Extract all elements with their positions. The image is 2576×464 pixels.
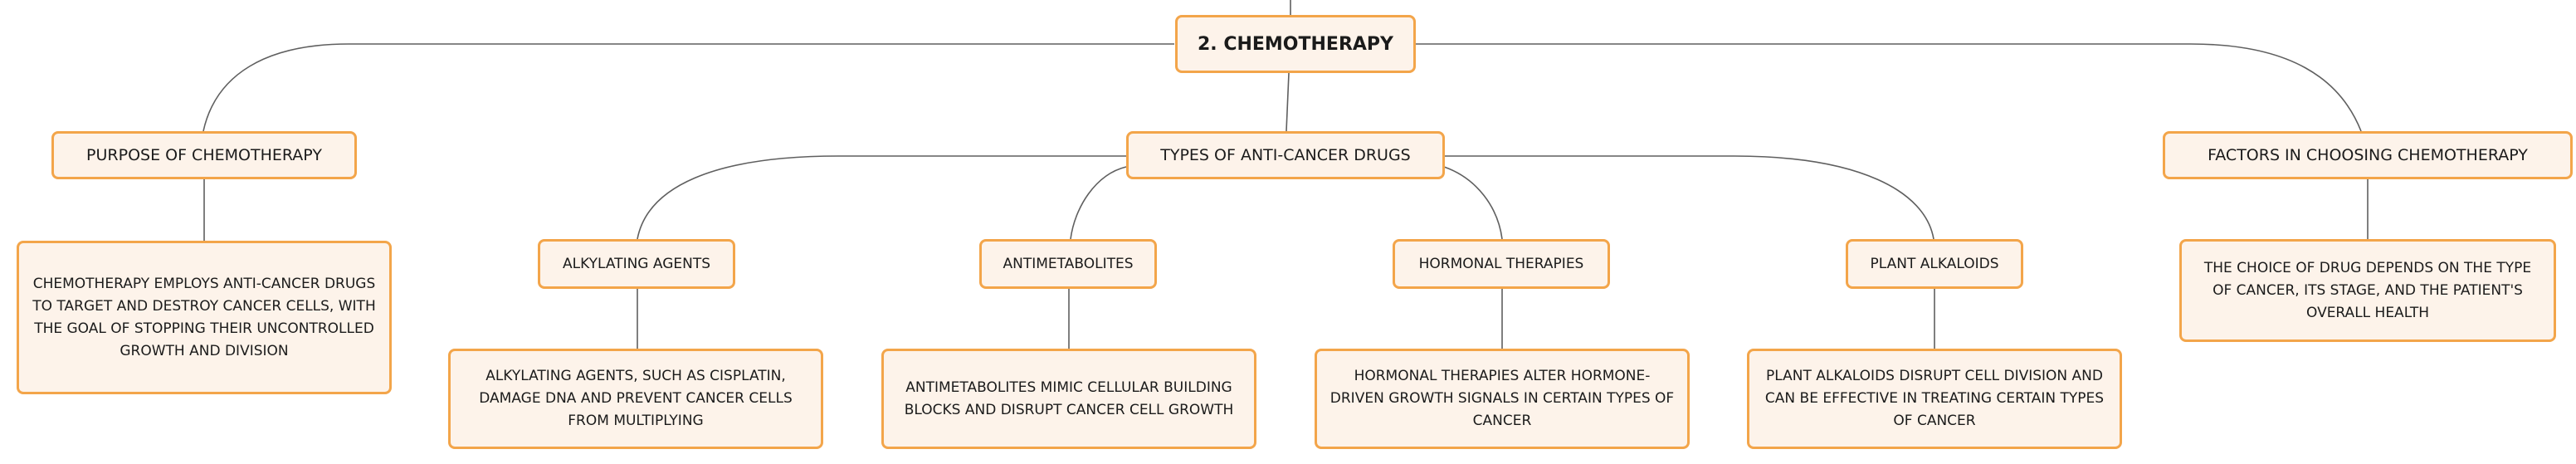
hormonal-description-node[interactable]: HORMONAL THERAPIES ALTER HORMONE-DRIVEN … <box>1315 349 1690 449</box>
connector-types-to-antimetabolites <box>1070 166 1127 240</box>
antimetabolites-description: ANTIMETABOLITES MIMIC CELLULAR BUILDING … <box>904 379 1234 418</box>
hormonal-node[interactable]: HORMONAL THERAPIES <box>1393 239 1610 289</box>
plant-description-node[interactable]: PLANT ALKALOIDS DISRUPT CELL DIVISION AN… <box>1747 349 2122 449</box>
purpose-description: CHEMOTHERAPY EMPLOYS ANTI-CANCER DRUGS T… <box>32 275 376 359</box>
connector-root-to-types <box>1286 72 1290 132</box>
plant-node[interactable]: PLANT ALKALOIDS <box>1846 239 2023 289</box>
antimetabolites-label: ANTIMETABOLITES <box>1003 256 1134 272</box>
hormonal-description: HORMONAL THERAPIES ALTER HORMONE-DRIVEN … <box>1329 368 1675 429</box>
connector-root-to-purpose <box>202 43 1174 132</box>
types-label: TYPES OF ANTI-CANCER DRUGS <box>1160 146 1411 164</box>
alkylating-label: ALKYLATING AGENTS <box>562 256 711 272</box>
hormonal-label: HORMONAL THERAPIES <box>1418 256 1584 272</box>
root-node[interactable]: 2. CHEMOTHERAPY <box>1175 15 1416 73</box>
purpose-node[interactable]: PURPOSE OF CHEMOTHERAPY <box>51 131 357 179</box>
connector-types-to-alkylating <box>637 155 1126 240</box>
connector-types-to-plant <box>1444 155 1934 240</box>
alkylating-node[interactable]: ALKYLATING AGENTS <box>538 239 735 289</box>
connector-types-to-hormonal <box>1443 166 1503 240</box>
antimetabolites-node[interactable]: ANTIMETABOLITES <box>979 239 1157 289</box>
factors-node[interactable]: FACTORS IN CHOOSING CHEMOTHERAPY <box>2163 131 2573 179</box>
alkylating-description-node[interactable]: ALKYLATING AGENTS, SUCH AS CISPLATIN, DA… <box>448 349 823 449</box>
factors-description: THE CHOICE OF DRUG DEPENDS ON THE TYPE O… <box>2203 259 2532 321</box>
factors-description-node[interactable]: THE CHOICE OF DRUG DEPENDS ON THE TYPE O… <box>2179 239 2556 342</box>
root-label: 2. CHEMOTHERAPY <box>1198 33 1393 55</box>
factors-label: FACTORS IN CHOOSING CHEMOTHERAPY <box>2208 146 2528 164</box>
antimetabolites-description-node[interactable]: ANTIMETABOLITES MIMIC CELLULAR BUILDING … <box>881 349 1256 449</box>
alkylating-description: ALKYLATING AGENTS, SUCH AS CISPLATIN, DA… <box>479 368 793 429</box>
types-node[interactable]: TYPES OF ANTI-CANCER DRUGS <box>1126 131 1445 179</box>
plant-label: PLANT ALKALOIDS <box>1870 256 1999 272</box>
connector-root-to-factors <box>1415 43 2362 132</box>
purpose-description-node[interactable]: CHEMOTHERAPY EMPLOYS ANTI-CANCER DRUGS T… <box>17 241 392 394</box>
plant-description: PLANT ALKALOIDS DISRUPT CELL DIVISION AN… <box>1764 368 2105 429</box>
purpose-label: PURPOSE OF CHEMOTHERAPY <box>86 146 322 164</box>
